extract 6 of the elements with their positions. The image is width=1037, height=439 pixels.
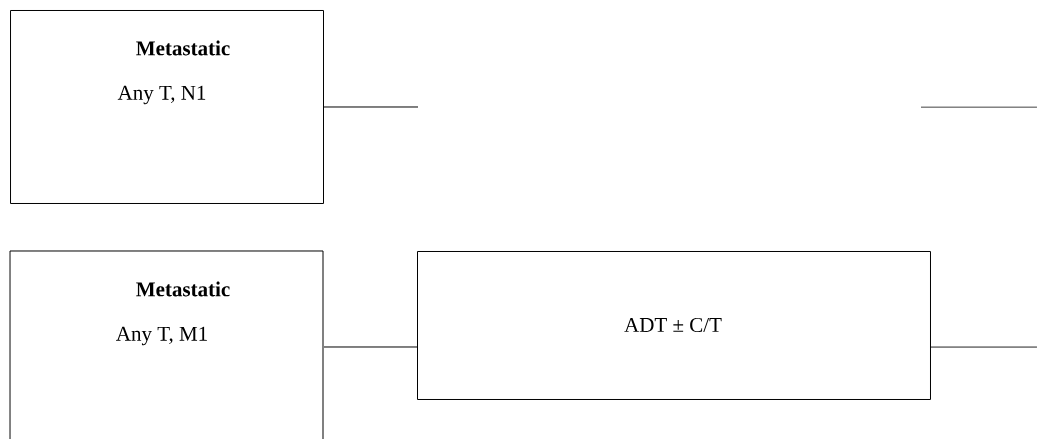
process-box: Metastatic Any T, N1 <box>10 10 324 204</box>
process-box: Metastatic Any T, M1 <box>9 250 324 439</box>
connector-line <box>323 106 419 108</box>
connector-line <box>930 346 1037 348</box>
process-box: ADT ± C/T <box>417 251 931 400</box>
connector-line <box>323 346 418 348</box>
